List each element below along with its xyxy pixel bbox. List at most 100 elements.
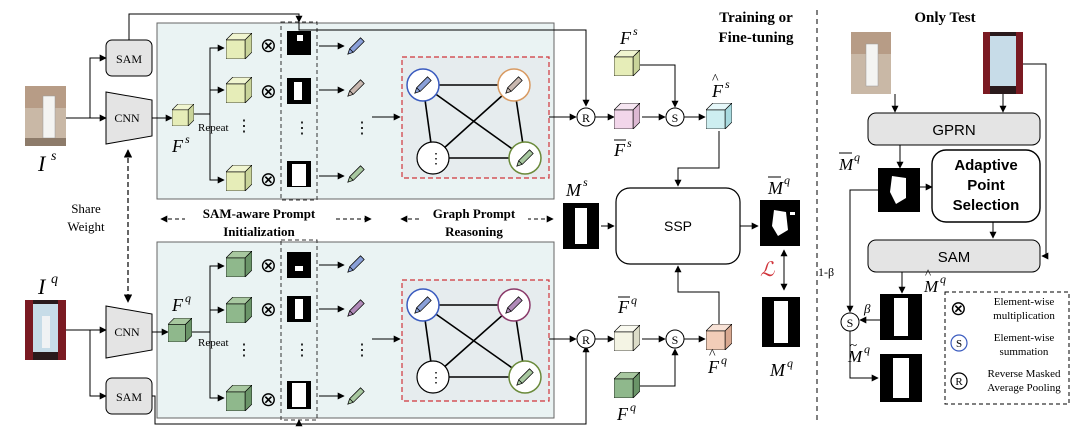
F-q-cube-right [614, 372, 640, 398]
sam-prompt-init-label: SAM-aware Prompt [203, 206, 316, 221]
svg-text:s: s [51, 149, 57, 164]
repeat-label-support: Repeat [198, 122, 229, 134]
test-Mbar-q-mask [878, 168, 920, 212]
svg-text:Reverse Masked: Reverse Masked [987, 368, 1061, 380]
query-masks: ⋮ [287, 252, 311, 409]
svg-text:Weight: Weight [67, 219, 105, 234]
Mtilde-q-mask [880, 354, 922, 402]
support-image-label: I [37, 151, 47, 176]
F-q-bottom-label: F [616, 404, 629, 424]
svg-text:⋮: ⋮ [354, 342, 370, 359]
test-query-image [983, 32, 1023, 94]
svg-text:Reasoning: Reasoning [445, 224, 503, 239]
svg-text:⊗: ⊗ [260, 299, 277, 321]
svg-text:⊗: ⊗ [260, 169, 277, 191]
query-cube-2 [226, 297, 252, 323]
gprn-module [867, 112, 1041, 146]
svg-text:summation: summation [1000, 346, 1049, 358]
svg-text:Selection: Selection [953, 197, 1020, 214]
sam-module-test [867, 239, 1041, 273]
svg-text:s: s [633, 24, 638, 38]
svg-text:q: q [864, 342, 870, 356]
beta-label: β [863, 301, 871, 316]
svg-text:q: q [185, 291, 191, 305]
svg-text:s: s [185, 132, 190, 146]
F-s-label: F [171, 136, 184, 156]
cnn-block-query [105, 305, 153, 359]
svg-text:CNN: CNN [114, 325, 140, 339]
svg-text:⋮: ⋮ [294, 120, 310, 137]
multiply-symbol: ⊗ ⊗ ⊗ [260, 35, 277, 191]
legend-rmap: R Reverse Masked Average Pooling [950, 368, 1061, 394]
multiply-symbol-query: ⊗ ⊗ ⊗ [260, 255, 277, 411]
legend-summation: S Element-wise summation [950, 332, 1055, 358]
M-s-mask [563, 203, 599, 249]
training-header: Training or [719, 10, 793, 26]
svg-text:⋮: ⋮ [429, 152, 443, 167]
svg-text:S: S [956, 338, 962, 350]
Fbar-s-label: F [613, 140, 626, 160]
F-s-cube [172, 104, 194, 126]
svg-text:Adaptive: Adaptive [954, 157, 1017, 174]
Mbar-q-mask [760, 200, 800, 246]
svg-text:SAM: SAM [116, 52, 142, 66]
query-graph: ⋮ [406, 288, 542, 394]
Mhat-q-label: M [923, 277, 939, 296]
svg-text:^: ^ [712, 72, 719, 87]
svg-text:Average Pooling: Average Pooling [987, 382, 1061, 394]
svg-text:S: S [672, 111, 679, 125]
Fbar-s-cube [614, 103, 640, 129]
support-image [25, 86, 66, 146]
svg-text:s: s [627, 136, 632, 150]
Fhat-s-cube [706, 103, 732, 129]
svg-text:Element-wise: Element-wise [994, 296, 1055, 308]
svg-text:^: ^ [925, 266, 931, 281]
svg-text:SAM: SAM [116, 390, 142, 404]
svg-text:q: q [630, 400, 636, 414]
svg-text:q: q [784, 173, 790, 187]
svg-text:q: q [631, 293, 637, 307]
support-cube-1 [226, 33, 252, 59]
svg-text:⊗: ⊗ [260, 389, 277, 411]
svg-text:⋮: ⋮ [429, 371, 443, 386]
svg-text:~: ~ [850, 337, 857, 352]
Fhat-q-label: F [707, 357, 720, 377]
svg-text:multiplication: multiplication [993, 310, 1055, 322]
svg-text:Element-wise: Element-wise [994, 332, 1055, 344]
Fbar-q-label: F [617, 297, 630, 317]
query-cube-1 [226, 251, 252, 277]
support-masks: ⋮ [287, 31, 311, 187]
svg-text:R: R [582, 111, 590, 125]
svg-text:CNN: CNN [114, 111, 140, 125]
test-header: Only Test [914, 10, 975, 26]
test-support-image [851, 32, 891, 94]
adaptive-point-selection [931, 149, 1041, 223]
svg-text:q: q [854, 150, 860, 164]
svg-text:q: q [940, 272, 946, 286]
Fbar-q-cube [614, 325, 640, 351]
svg-text:q: q [721, 353, 727, 367]
test-Mbar-q-label: M [838, 155, 854, 174]
svg-text:SSP: SSP [664, 218, 692, 234]
query-image-label: I [37, 274, 47, 299]
svg-text:⊗: ⊗ [260, 81, 277, 103]
M-q-label: M [769, 360, 786, 380]
Mhat-q-mask [880, 294, 922, 340]
Mtilde-q-label: M [847, 347, 863, 366]
one-minus-beta-label: 1-β [818, 265, 834, 279]
svg-text:Initialization: Initialization [223, 224, 295, 239]
F-q-label: F [171, 295, 184, 315]
svg-text:S: S [847, 316, 854, 330]
svg-text:⋮: ⋮ [294, 342, 310, 359]
svg-text:s: s [725, 77, 730, 91]
svg-text:R: R [582, 333, 590, 347]
svg-text:⋮: ⋮ [354, 120, 370, 137]
svg-text:GPRN: GPRN [932, 122, 975, 139]
svg-text:⋮: ⋮ [236, 342, 252, 359]
svg-text:q: q [787, 356, 793, 370]
cnn-block-support [105, 91, 153, 145]
M-s-label: M [565, 180, 582, 200]
share-weight-label: Share [71, 201, 101, 216]
Fhat-s-label: F [711, 81, 724, 101]
